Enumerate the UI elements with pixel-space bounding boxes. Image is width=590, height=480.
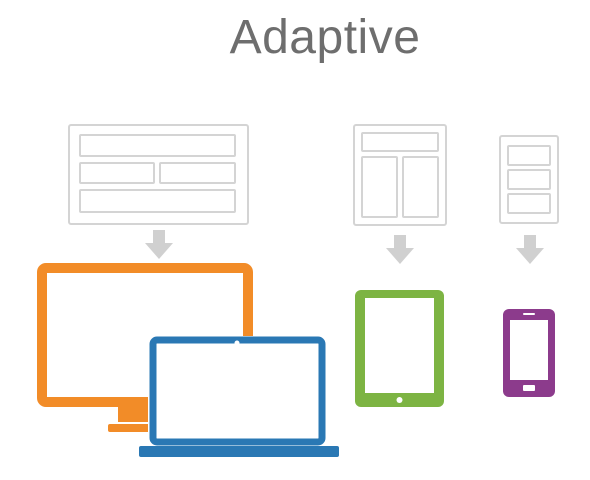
arrow-down-icon bbox=[516, 235, 544, 264]
desktop-header-block bbox=[79, 134, 236, 157]
arrow-down-icon bbox=[386, 235, 414, 264]
phone-icon bbox=[503, 309, 555, 397]
tablet-home-button bbox=[396, 397, 403, 403]
diagram-title: Adaptive bbox=[229, 11, 421, 64]
desktop-layout-wireframe bbox=[68, 124, 249, 225]
tablet-header-block bbox=[361, 132, 439, 152]
phone-home-button bbox=[523, 385, 535, 391]
laptop-icon bbox=[139, 336, 339, 457]
laptop-camera bbox=[234, 340, 240, 346]
tablet-right-block bbox=[402, 156, 439, 218]
desktop-footer-block bbox=[79, 189, 236, 213]
desktop-right-block bbox=[159, 162, 236, 184]
phone-speaker bbox=[523, 313, 535, 315]
desktop-left-block bbox=[79, 162, 155, 184]
phone-block-1 bbox=[507, 145, 551, 166]
phone-block-2 bbox=[507, 169, 551, 190]
arrow-down-icon bbox=[145, 230, 173, 259]
tablet-left-block bbox=[361, 156, 398, 218]
phone-block-3 bbox=[507, 193, 551, 214]
tablet-icon bbox=[355, 290, 444, 407]
tablet-layout-wireframe bbox=[353, 124, 447, 226]
phone-layout-wireframe bbox=[499, 135, 559, 224]
